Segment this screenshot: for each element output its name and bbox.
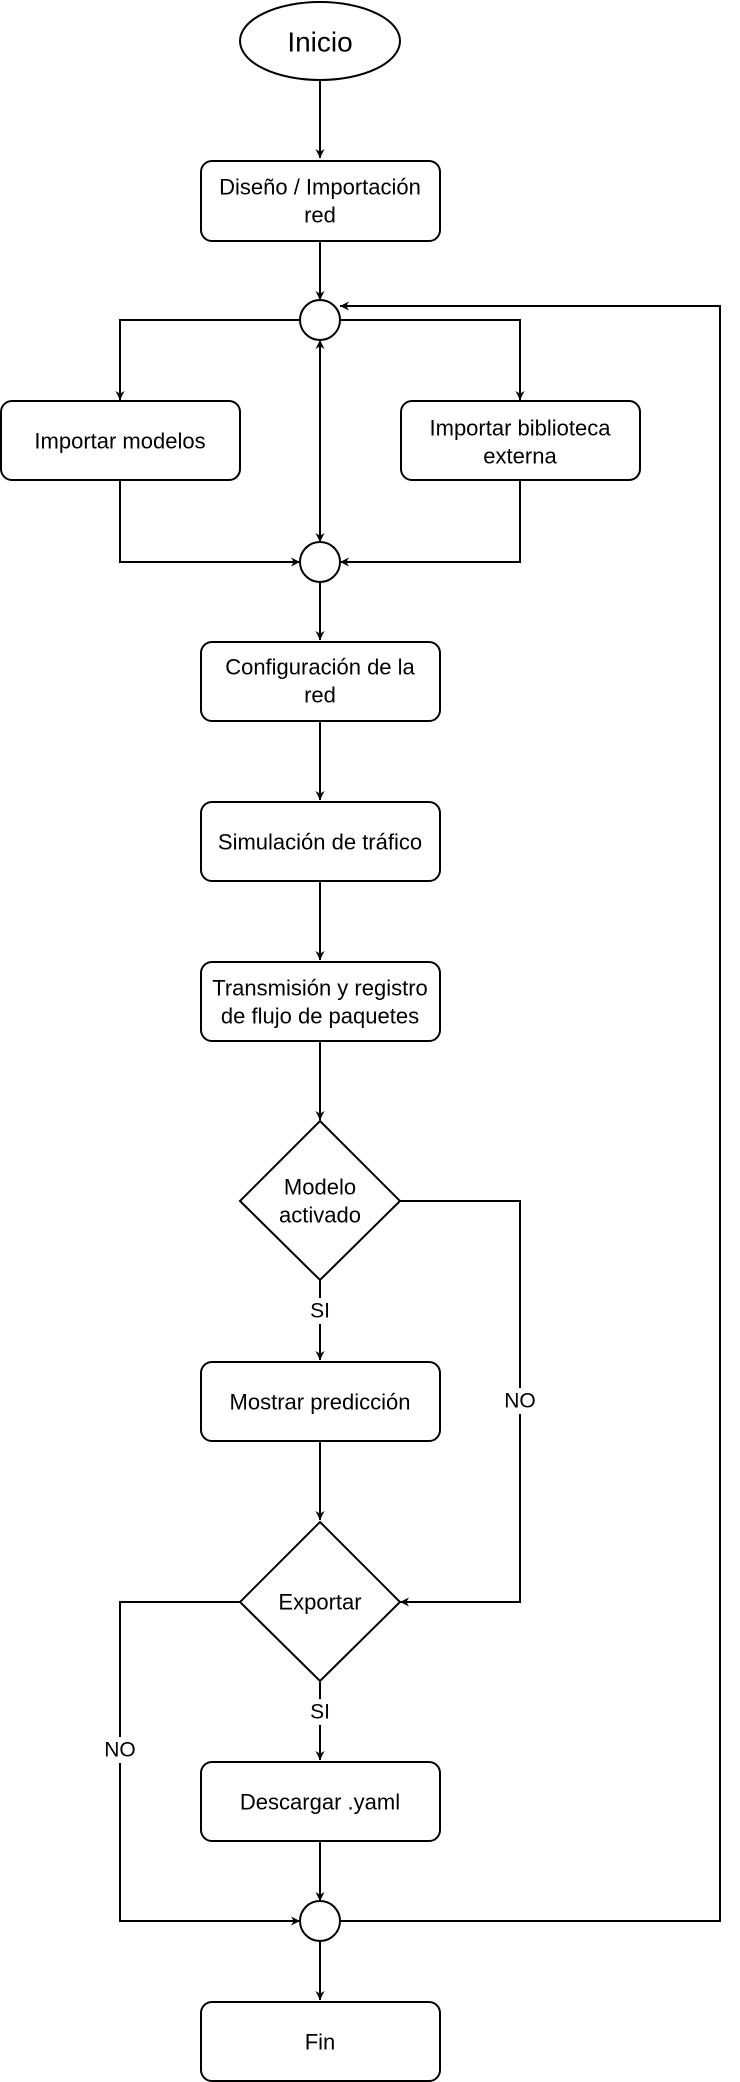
node-simulacion-label: Simulación de tráfico	[218, 830, 422, 855]
node-transmision-label-2: de flujo de paquetes	[221, 1004, 419, 1029]
node-descargar-label: Descargar .yaml	[240, 1790, 400, 1815]
node-importar-biblioteca-label-1: Importar biblioteca	[430, 416, 612, 441]
node-configuracion-label-2: red	[304, 683, 336, 708]
junction-3	[299, 1900, 341, 1942]
node-configuracion: Configuración de la red	[200, 641, 441, 722]
node-descargar: Descargar .yaml	[200, 1761, 441, 1842]
edge-junction1-importar-biblioteca	[340, 319, 525, 400]
node-inicio: Inicio	[239, 1, 401, 81]
node-importar-biblioteca: Importar biblioteca externa	[400, 400, 641, 481]
decision-modelo-label-2: activado	[279, 1203, 361, 1228]
decision-exportar-label: Exportar	[278, 1590, 361, 1615]
node-importar-modelos-label: Importar modelos	[34, 429, 205, 454]
junction-1	[299, 299, 341, 341]
edge-label-modelo-no: NO	[504, 1390, 536, 1413]
node-importar-biblioteca-label-2: externa	[483, 444, 557, 469]
edge-label-exportar-no: NO	[104, 1739, 136, 1762]
node-diseno-label-2: red	[304, 203, 336, 228]
edge-label-modelo-si: SI	[310, 1300, 330, 1323]
edge-junction1-importar-modelos	[115, 319, 300, 400]
junction-2	[299, 541, 341, 583]
decision-modelo-activado: Modelo activado	[238, 1119, 402, 1282]
node-diseno-importacion: Diseño / Importación red	[200, 160, 441, 242]
node-transmision-label-1: Transmisión y registro	[212, 976, 428, 1001]
edge-loop-back	[340, 301, 721, 1922]
node-configuracion-label-1: Configuración de la	[225, 655, 415, 680]
nodes: Inicio Diseño / Importación red Importar…	[0, 1, 641, 2082]
edge-labels: SI NO SI NO	[102, 1298, 538, 1763]
node-transmision: Transmisión y registro de flujo de paque…	[200, 961, 441, 1042]
node-fin-label: Fin	[305, 2030, 336, 2055]
node-importar-modelos: Importar modelos	[0, 400, 241, 481]
edge-label-exportar-si: SI	[310, 1701, 330, 1724]
decision-exportar: Exportar	[238, 1520, 402, 1683]
decision-modelo-label-1: Modelo	[284, 1175, 356, 1200]
node-fin: Fin	[200, 2001, 441, 2082]
edge-importar-biblioteca-junction2	[340, 480, 521, 567]
edge-importar-modelos-junction2	[119, 480, 300, 567]
node-inicio-label: Inicio	[287, 27, 352, 58]
node-mostrar-prediccion-label: Mostrar predicción	[230, 1390, 411, 1415]
node-simulacion: Simulación de tráfico	[200, 801, 441, 882]
node-diseno-label-1: Diseño / Importación	[219, 175, 421, 200]
node-mostrar-prediccion: Mostrar predicción	[200, 1361, 441, 1442]
